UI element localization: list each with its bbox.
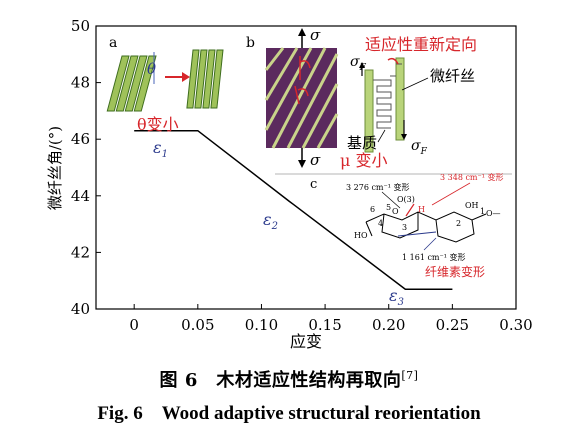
plot-frame bbox=[95, 25, 517, 310]
sigma-bottom: σ bbox=[310, 151, 321, 169]
reorientation-title: 适应性重新定向 bbox=[365, 35, 477, 54]
inset-c-label: c bbox=[310, 177, 317, 192]
x-tick-label: 0.20 bbox=[372, 316, 405, 334]
x-tick-label: 0.05 bbox=[181, 316, 214, 334]
stress-arrow-top-icon bbox=[298, 28, 306, 48]
peak-1161-label: 1 161 cm⁻¹ 变形 bbox=[402, 252, 465, 262]
sigma-top: σ bbox=[310, 26, 321, 44]
atom-o: O bbox=[392, 207, 399, 216]
microfibril-label: 微纤丝 bbox=[430, 67, 475, 85]
x-tick-label: 0 bbox=[129, 316, 139, 334]
mu-decrease-caption: μ 变小 bbox=[340, 151, 388, 170]
inset-a-label: a bbox=[109, 35, 117, 51]
carbon-6: 6 bbox=[370, 205, 375, 214]
sigma-f-top: σF bbox=[350, 54, 367, 73]
atom-oh: OH bbox=[465, 201, 479, 210]
cellulose-deformation-caption: 纤维素变形 bbox=[425, 264, 485, 279]
y-axis-label: 微纤丝角/(°) bbox=[46, 126, 64, 210]
y-tick-label: 50 bbox=[71, 17, 90, 35]
x-axis-label: 应变 bbox=[290, 332, 322, 351]
y-tick-label: 46 bbox=[71, 130, 90, 148]
stress-arrow-bottom-icon bbox=[298, 148, 306, 168]
series-line-mfa bbox=[134, 129, 453, 290]
x-tick-label: 0.25 bbox=[436, 316, 469, 334]
figure-caption-cn: 图 6 木材适应性结构再取向[7] bbox=[159, 369, 419, 391]
y-tick-label: 42 bbox=[71, 243, 90, 261]
x-tick-label: 0.10 bbox=[245, 316, 278, 334]
theta-decrease-caption: θ变小 bbox=[137, 115, 179, 134]
atom-o3: O(3) bbox=[397, 195, 415, 204]
inset-c: c 3 276 cm⁻¹ 变形 3 348 cm⁻¹ 变形 O(3) H O O… bbox=[310, 172, 503, 279]
peak-3276-leader bbox=[381, 191, 401, 209]
cellulose-structure bbox=[365, 203, 487, 243]
fibril-bundle-right bbox=[186, 49, 224, 109]
theta-symbol: θ bbox=[147, 60, 156, 78]
carbon-1: 1 bbox=[480, 207, 485, 216]
inset-b-label: b bbox=[246, 35, 255, 51]
x-tick-label: 0.15 bbox=[308, 316, 341, 334]
arrow-icon bbox=[165, 72, 190, 82]
sigma-f-bottom: σF bbox=[411, 138, 428, 157]
fibril-model-icon bbox=[359, 57, 407, 153]
peak-1161-leader bbox=[423, 237, 437, 251]
x-tick-label: 0.30 bbox=[499, 316, 532, 334]
matrix-leader bbox=[377, 129, 386, 143]
peak-3348-leader bbox=[431, 182, 471, 206]
carbon-3: 3 bbox=[402, 223, 407, 232]
matrix-label: 基质 bbox=[347, 134, 377, 152]
epsilon-3-label: ε3 bbox=[389, 286, 404, 308]
y-tick-label: 40 bbox=[71, 300, 90, 318]
carbon-5: 5 bbox=[386, 203, 391, 212]
carbon-2: 2 bbox=[456, 219, 461, 228]
figure-caption-en: Fig. 6 Wood adaptive structural reorient… bbox=[97, 403, 481, 424]
carbon-4: 4 bbox=[378, 219, 383, 228]
peak-3276-label: 3 276 cm⁻¹ 变形 bbox=[346, 182, 409, 192]
inset-a: a θ θ变小 bbox=[106, 35, 224, 134]
x-axis-ticks: 0 0.05 0.10 0.15 0.20 0.25 0.30 bbox=[129, 304, 533, 334]
epsilon-1-label: ε1 bbox=[153, 138, 168, 160]
y-tick-label: 48 bbox=[71, 74, 90, 92]
micrograph-stripes bbox=[264, 47, 339, 149]
red-rotation-marks bbox=[294, 56, 311, 105]
fibril-bundle-left bbox=[106, 55, 157, 112]
peak-3348-label: 3 348 cm⁻¹ 变形 bbox=[440, 172, 503, 182]
inset-b: b σ σ 适应性重新定向 σF bbox=[246, 26, 477, 170]
atom-ho: HO bbox=[354, 231, 368, 240]
atom-o-chain: O— bbox=[486, 209, 501, 218]
y-tick-label: 44 bbox=[71, 187, 90, 205]
epsilon-2-label: ε2 bbox=[263, 210, 278, 232]
atom-h: H bbox=[418, 205, 425, 214]
microfibril-leader bbox=[401, 77, 429, 91]
y-axis-ticks: 40 42 44 46 48 50 bbox=[71, 17, 101, 318]
